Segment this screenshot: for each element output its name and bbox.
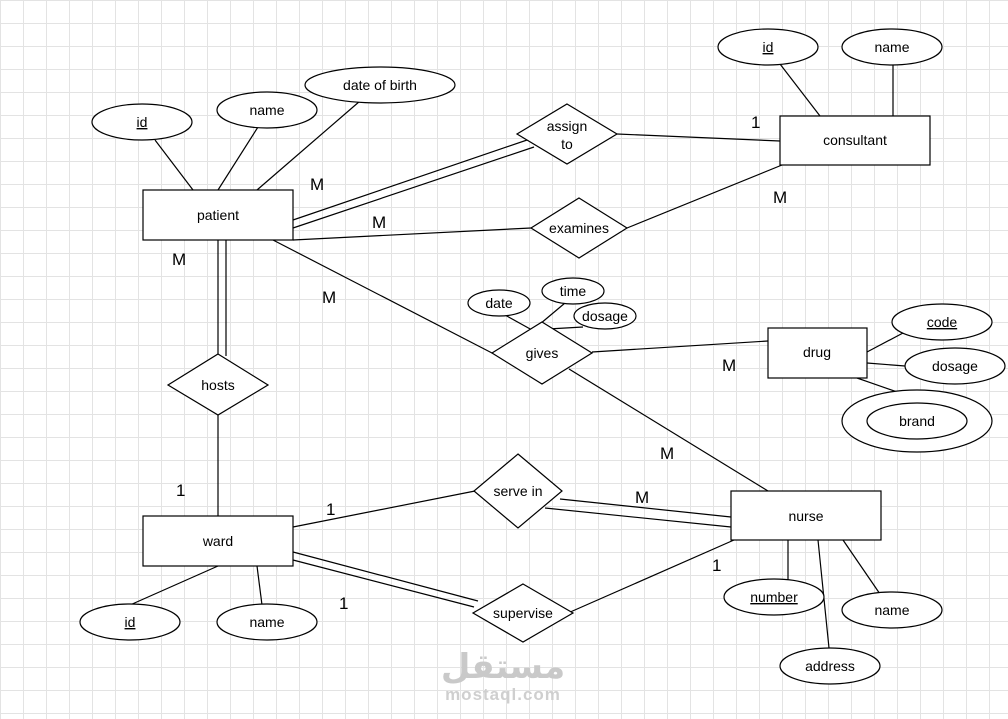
entity-patient[interactable]: patient: [142, 189, 294, 241]
cardinality-nurse-supervise: 1: [712, 556, 721, 575]
entity-drug-label: drug: [803, 344, 831, 360]
connectors: [129, 63, 906, 649]
attribute-ward-id[interactable]: id: [79, 603, 181, 641]
cardinality-patient-assign: M: [310, 175, 324, 194]
relationship-examines-label: examines: [549, 220, 609, 236]
attribute-consultant-name[interactable]: name: [841, 28, 943, 66]
relationship-supervise[interactable]: supervise: [471, 583, 575, 643]
cardinalities: M 1 M M M 1 M M M 1 M 1 1: [172, 113, 787, 613]
relationship-serve-in[interactable]: serve in: [473, 453, 563, 529]
relationship-serve-in-label: serve in: [493, 483, 542, 499]
cardinality-drug-gives: M: [722, 356, 736, 375]
entity-consultant-label: consultant: [823, 132, 887, 148]
entity-drug[interactable]: drug: [767, 327, 868, 379]
attribute-patient-dob-label: date of birth: [343, 77, 417, 93]
cardinality-nurse-gives: M: [660, 444, 674, 463]
entity-ward[interactable]: ward: [142, 515, 294, 567]
attribute-drug-code[interactable]: code: [891, 303, 993, 341]
watermark-arabic: مستقل: [441, 648, 565, 686]
attribute-ward-name-label: name: [249, 614, 284, 630]
attribute-drug-brand[interactable]: brand: [841, 389, 993, 453]
attribute-patient-name[interactable]: name: [216, 91, 318, 129]
attribute-drug-dosage-label: dosage: [932, 358, 978, 374]
cardinality-ward-hosts: 1: [176, 481, 185, 500]
cardinality-nurse-serve: M: [635, 488, 649, 507]
attribute-consultant-id-label: id: [763, 39, 774, 55]
watermark: مستقل mostaql.com: [441, 648, 565, 704]
attribute-consultant-id[interactable]: id: [717, 28, 819, 66]
entity-consultant[interactable]: consultant: [779, 115, 931, 166]
entity-nurse-label: nurse: [788, 508, 823, 524]
attribute-nurse-number[interactable]: number: [723, 578, 825, 616]
relationship-supervise-label: supervise: [493, 605, 553, 621]
attribute-nurse-address-label: address: [805, 658, 855, 674]
attribute-gives-time-label: time: [560, 283, 587, 299]
attribute-nurse-name-label: name: [874, 602, 909, 618]
cardinality-ward-supervise: 1: [339, 594, 348, 613]
relationship-assign-to[interactable]: assign to: [515, 103, 619, 165]
cardinality-ward-serve: 1: [326, 500, 335, 519]
relationship-gives[interactable]: gives: [490, 321, 594, 385]
entity-nurse[interactable]: nurse: [730, 490, 882, 541]
attribute-nurse-name[interactable]: name: [841, 591, 943, 629]
cardinality-patient-hosts: M: [172, 250, 186, 269]
attribute-patient-name-label: name: [249, 102, 284, 118]
attribute-gives-date-label: date: [485, 295, 512, 311]
attribute-consultant-name-label: name: [874, 39, 909, 55]
attribute-patient-dob[interactable]: date of birth: [304, 66, 456, 104]
entity-ward-label: ward: [202, 533, 233, 549]
cardinality-consultant-examines: M: [773, 188, 787, 207]
attribute-nurse-number-label: number: [750, 589, 798, 605]
attribute-drug-dosage[interactable]: dosage: [904, 347, 1006, 385]
attribute-gives-time[interactable]: time: [541, 277, 605, 305]
attribute-ward-id-label: id: [125, 614, 136, 630]
relationship-assign-to-line2: to: [561, 136, 573, 152]
relationship-hosts-label: hosts: [201, 377, 234, 393]
relationship-gives-label: gives: [526, 345, 559, 361]
attribute-gives-date[interactable]: date: [467, 289, 531, 317]
attribute-nurse-address[interactable]: address: [779, 647, 881, 685]
cardinality-patient-examines: M: [372, 213, 386, 232]
attribute-drug-brand-label: brand: [899, 413, 935, 429]
entity-patient-label: patient: [197, 207, 239, 223]
attribute-gives-dosage-label: dosage: [582, 308, 628, 324]
attribute-drug-code-label: code: [927, 314, 958, 330]
watermark-latin: mostaql.com: [445, 685, 561, 704]
relationship-hosts[interactable]: hosts: [166, 353, 270, 416]
attribute-ward-name[interactable]: name: [216, 603, 318, 641]
cardinality-patient-gives: M: [322, 288, 336, 307]
relationship-assign-to-line1: assign: [547, 118, 587, 134]
cardinality-consultant-assign: 1: [751, 113, 760, 132]
attribute-patient-id[interactable]: id: [91, 103, 193, 141]
attribute-patient-id-label: id: [137, 114, 148, 130]
attribute-gives-dosage[interactable]: dosage: [573, 302, 637, 330]
relationship-examines[interactable]: examines: [529, 197, 629, 259]
